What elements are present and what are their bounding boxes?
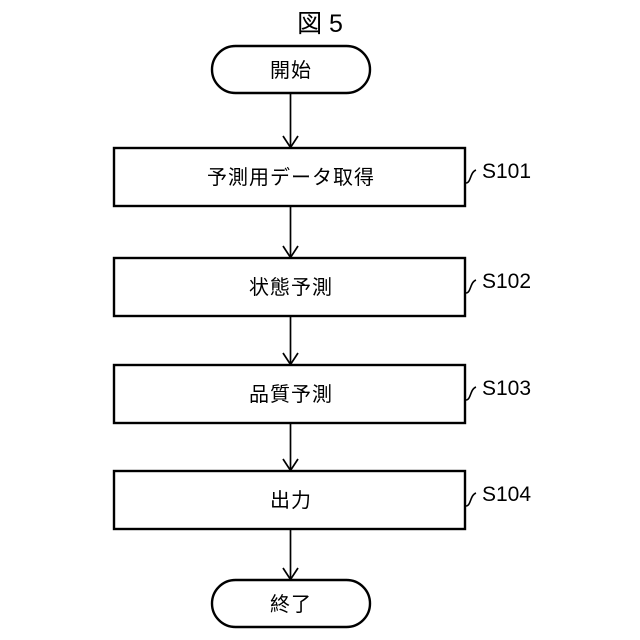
node-step2: 状態予測 S102: [112, 256, 531, 318]
step3-leader-hook-icon: [465, 386, 477, 401]
connector-step4-to-end: [282, 529, 299, 582]
step3-node-shape: [112, 363, 467, 425]
step4-node-label: 出力: [270, 489, 312, 512]
step1-node-shape: [112, 146, 467, 208]
step2-leader-hook-icon: [465, 279, 477, 294]
step4-node-shape: [112, 469, 467, 531]
step3-node-label: 品質予測: [249, 383, 333, 406]
step1-leader-hook-icon: [465, 169, 477, 184]
start-node-label: 開始: [270, 59, 312, 82]
step4-step-ref: S104: [482, 483, 531, 506]
end-node-label: 終了: [270, 593, 312, 616]
figure-title: 図 5: [297, 10, 343, 38]
connector-step2-to-step3: [282, 316, 299, 367]
node-end: 終了: [210, 578, 372, 629]
node-step1: 予測用データ取得 S101: [112, 146, 531, 208]
step2-node-shape: [112, 256, 467, 318]
step1-step-ref: S101: [482, 160, 531, 183]
step3-step-ref: S103: [482, 377, 531, 400]
step2-node-label: 状態予測: [249, 276, 333, 299]
end-node-shape: [210, 578, 372, 629]
step4-leader-hook-icon: [465, 492, 477, 507]
step1-node-label: 予測用データ取得: [207, 166, 375, 189]
node-step4: 出力 S104: [112, 469, 531, 531]
step2-step-ref: S102: [482, 270, 531, 293]
connector-start-to-step1: [282, 93, 299, 150]
node-step3: 品質予測 S103: [112, 363, 531, 425]
connector-step1-to-step2: [282, 206, 299, 260]
node-start: 開始: [210, 44, 372, 95]
connector-step3-to-step4: [282, 423, 299, 473]
